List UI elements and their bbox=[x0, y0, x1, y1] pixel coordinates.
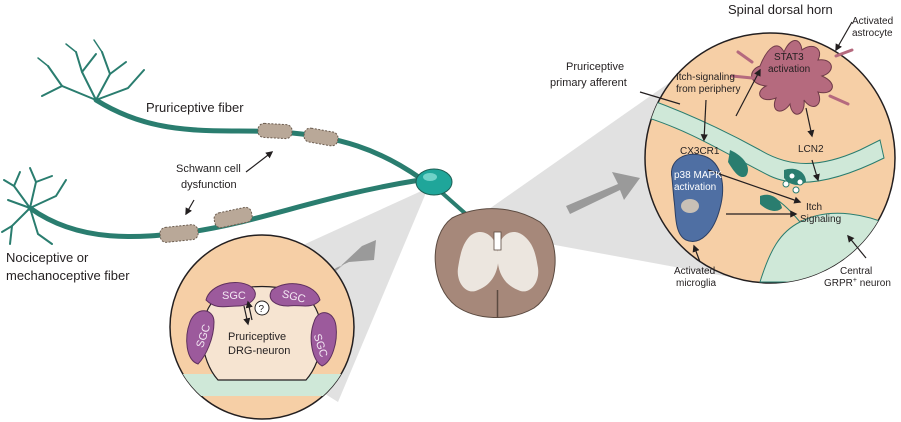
question-mark: ? bbox=[259, 304, 265, 315]
sgc-cell-right bbox=[310, 312, 337, 367]
itch-label-1: Itch bbox=[806, 202, 822, 213]
activated-microglia-label-1: Activated bbox=[674, 266, 715, 277]
drg-ganglion bbox=[415, 168, 453, 196]
sgc-cell-top-left bbox=[205, 282, 256, 308]
central-grpr-sup: + bbox=[853, 277, 857, 284]
itch-signaling-periphery-label-1: Itch-signaling bbox=[676, 72, 735, 83]
sgc-cell-left bbox=[186, 310, 215, 365]
central-grpr-main: GRPR bbox=[824, 278, 853, 289]
activated-astrocyte-label-1: Activated bbox=[852, 16, 893, 27]
sgc-neuron-arrow bbox=[243, 305, 251, 326]
spinal-cord bbox=[434, 208, 556, 318]
lcn2-label: LCN2 bbox=[798, 144, 824, 155]
dorsal-horn-arrows bbox=[639, 21, 867, 263]
activated-microglia bbox=[670, 153, 724, 242]
schwann-label-2: dysfunction bbox=[181, 179, 237, 191]
central-grpr-label-1: Central bbox=[840, 266, 872, 277]
grey-arrow-right bbox=[566, 172, 640, 214]
sgc-label-1: SGC bbox=[222, 290, 246, 302]
activated-astrocyte-label-2: astrocyte bbox=[852, 28, 893, 39]
activated-astrocyte bbox=[751, 40, 833, 115]
p38-label-1: p38 MAPK bbox=[674, 170, 722, 181]
sgc-label-2: SGC bbox=[281, 288, 307, 305]
primary-afferent-label-1: Pruriceptive bbox=[566, 61, 624, 73]
spinal-dorsal-horn-title: Spinal dorsal horn bbox=[728, 2, 833, 17]
schwann-label-1: Schwann cell bbox=[176, 163, 241, 175]
pruriceptive-fiber-label: Pruriceptive fiber bbox=[146, 100, 244, 115]
nociceptive-label-1: Nociceptive or bbox=[6, 250, 89, 265]
sgc-cell-top-right bbox=[269, 283, 321, 307]
schwann-cells bbox=[159, 122, 339, 243]
cx3cr1-label: CX3CR1 bbox=[680, 146, 720, 157]
activated-microglia-label-2: microglia bbox=[676, 278, 716, 289]
p38-label-2: activation bbox=[674, 182, 716, 193]
primary-afferent-band bbox=[645, 95, 885, 183]
central-grpr-label-2: GRPR+ neuron bbox=[824, 277, 891, 289]
drg-ganglion-highlight bbox=[423, 173, 437, 181]
drg-neuron-label-2: DRG-neuron bbox=[228, 345, 290, 357]
itch-label-2: Signaling bbox=[800, 214, 841, 225]
drg-neuron-label-1: Pruriceptive bbox=[228, 331, 286, 343]
itch-signaling-periphery-label-2: from periphery bbox=[676, 84, 740, 95]
drg-magnified-circle: SGC SGC SGC SGC ? Pruriceptive DRG-neuro… bbox=[169, 234, 355, 420]
grey-arrow-left bbox=[318, 240, 376, 284]
stat3-label-2: activation bbox=[768, 64, 810, 75]
stat3-label-1: STAT3 bbox=[774, 52, 804, 63]
sgc-neuron-arrow-2 bbox=[245, 300, 253, 321]
schwann-arrows bbox=[185, 151, 274, 216]
question-bubble bbox=[254, 300, 270, 316]
microglia-nucleus bbox=[681, 199, 699, 213]
nociceptive-label-2: mechanoceptive fiber bbox=[6, 268, 130, 283]
primary-afferent-label-2: primary afferent bbox=[550, 77, 627, 89]
central-grpr-end: neuron bbox=[857, 278, 891, 289]
